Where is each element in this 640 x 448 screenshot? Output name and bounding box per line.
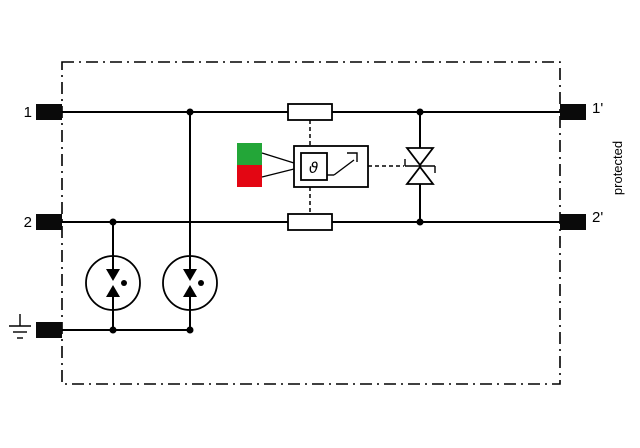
terminal-block-ground: [36, 322, 62, 338]
indicator-link-bottom: [261, 168, 295, 178]
earth-ground-icon: [9, 314, 31, 339]
theta-label: ϑ: [309, 159, 318, 177]
suppressor-diode-symbol: [404, 147, 436, 185]
thermal-disconnect-symbol: ϑ: [293, 145, 369, 188]
terminal-block-2-prime: [560, 214, 586, 230]
terminal-block-2: [36, 214, 62, 230]
terminal-label-2: 2: [24, 214, 32, 231]
junction-dot: [109, 326, 117, 334]
gas-filled-dot-icon: [121, 280, 127, 286]
decoupling-impedance-line1: [287, 103, 333, 121]
junction-dot: [109, 218, 117, 226]
terminal-label-2-prime: 2': [592, 209, 603, 226]
terminal-block-1: [36, 104, 62, 120]
terminal-block-1-prime: [560, 104, 586, 120]
gas-discharge-tube-1-symbol: [85, 255, 141, 311]
junction-dot: [416, 218, 424, 226]
terminal-label-1: 1: [24, 104, 32, 121]
gas-discharge-tube-2-symbol: [162, 255, 218, 311]
decoupling-impedance-line2: [287, 213, 333, 231]
protected-side-label: protected: [610, 141, 625, 195]
indicator-link-top: [261, 152, 295, 164]
indicator-red-icon: [237, 165, 262, 187]
junction-dot: [186, 326, 194, 334]
terminal-label-1-prime: 1': [592, 100, 603, 117]
junction-dot: [186, 108, 194, 116]
status-indicator: [237, 143, 295, 187]
indicator-green-icon: [237, 143, 262, 165]
gas-filled-dot-icon: [198, 280, 204, 286]
junction-dot: [416, 108, 424, 116]
